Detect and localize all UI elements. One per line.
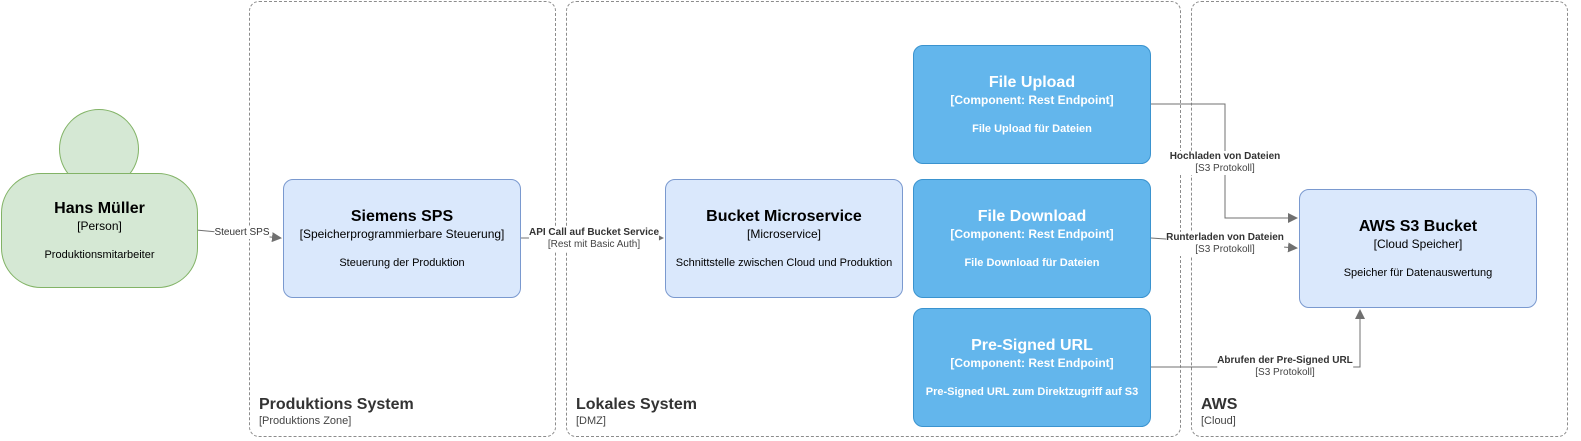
box-title: File Download — [977, 208, 1087, 225]
box-desc: Steuerung der Produktion — [339, 257, 465, 269]
boundary-tech: [Cloud] — [1201, 415, 1236, 427]
edge-label-text: Hochladen von Dateien — [1169, 151, 1281, 162]
person-type: [Person] — [77, 219, 122, 233]
box-desc: Pre-Signed URL zum Direktzugriff auf S3 — [925, 386, 1139, 398]
boundary-tech: [DMZ] — [576, 415, 606, 427]
system-bucket-microservice: Bucket Microservice [Microservice] Schni… — [665, 179, 903, 298]
boundary-lokales-system: Lokales System [DMZ] — [566, 1, 1181, 437]
boundary-aws: AWS [Cloud] — [1191, 1, 1568, 437]
box-title: Siemens SPS — [350, 208, 454, 225]
box-desc: Speicher für Datenauswertung — [1343, 267, 1493, 279]
boundary-produktions-system: Produktions System [Produktions Zone] — [249, 1, 556, 437]
boundary-title: AWS — [1201, 396, 1238, 413]
edge-label-text: Runterladen von Dateien — [1166, 232, 1284, 243]
edge-label-text: API Call auf Bucket Service — [528, 227, 660, 238]
component-pre-signed-url: Pre-Signed URL [Component: Rest Endpoint… — [913, 308, 1151, 427]
box-tech: [Component: Rest Endpoint] — [950, 356, 1114, 370]
edge-label-text: Abrufen der Pre-Signed URL — [1217, 355, 1353, 366]
box-tech: [Cloud Speicher] — [1373, 237, 1463, 251]
person-hans-mueller: Hans Müller [Person] Produktionsmitarbei… — [1, 173, 198, 288]
person-desc: Produktionsmitarbeiter — [44, 249, 155, 261]
box-title: File Upload — [988, 74, 1076, 91]
boundary-tech: [Produktions Zone] — [259, 415, 352, 427]
edge-label-tech: [S3 Protokoll] — [1195, 163, 1255, 174]
box-tech: [Component: Rest Endpoint] — [950, 227, 1114, 241]
edge-label-tech: [S3 Protokoll] — [1195, 244, 1255, 255]
component-file-upload: File Upload [Component: Rest Endpoint] F… — [913, 45, 1151, 164]
box-title: Bucket Microservice — [706, 208, 862, 225]
edge-label-abrufen: Abrufen der Pre-Signed URL [S3 Protokoll… — [1217, 355, 1353, 379]
box-tech: [Microservice] — [746, 227, 821, 241]
system-siemens-sps: Siemens SPS [Speicherprogrammierbare Ste… — [283, 179, 521, 298]
edge-label-steuert: Steuert SPS — [214, 227, 270, 239]
component-file-download: File Download [Component: Rest Endpoint]… — [913, 179, 1151, 298]
box-title: AWS S3 Bucket — [1358, 218, 1478, 235]
edge-label-api-call: API Call auf Bucket Service [Rest mit Ba… — [528, 227, 660, 251]
box-desc: File Download für Dateien — [964, 257, 1100, 269]
box-tech: [Speicherprogrammierbare Steuerung] — [299, 227, 505, 241]
edge-label-tech: [Rest mit Basic Auth] — [547, 239, 641, 250]
system-aws-s3-bucket: AWS S3 Bucket [Cloud Speicher] Speicher … — [1299, 189, 1537, 308]
boundary-title: Produktions System — [259, 396, 414, 413]
boundary-title: Lokales System — [576, 396, 697, 413]
box-title: Pre-Signed URL — [971, 337, 1093, 354]
box-desc: File Upload für Dateien — [972, 123, 1092, 135]
edge-label-runterladen: Runterladen von Dateien [S3 Protokoll] — [1166, 232, 1284, 256]
edge-label-text: Steuert SPS — [214, 227, 270, 238]
edge-label-tech: [S3 Protokoll] — [1255, 367, 1315, 378]
person-name: Hans Müller — [54, 200, 145, 217]
box-desc: Schnittstelle zwischen Cloud und Produkt… — [675, 257, 893, 269]
edge-label-hochladen: Hochladen von Dateien [S3 Protokoll] — [1169, 151, 1281, 175]
box-tech: [Component: Rest Endpoint] — [950, 93, 1114, 107]
